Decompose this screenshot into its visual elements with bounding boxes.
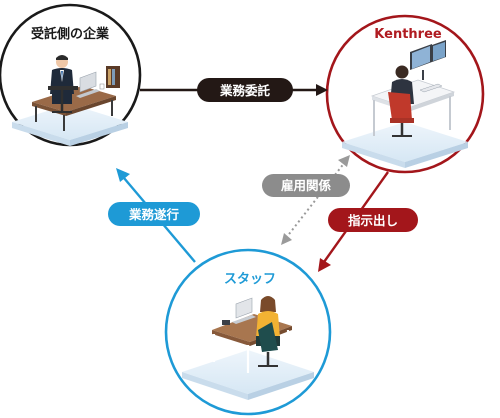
- outsourcing-arrowhead: [316, 84, 328, 96]
- edge-employment: 雇用関係: [262, 155, 350, 245]
- client-node: 受託側の企業: [0, 3, 142, 147]
- execution-label-pill: [108, 202, 200, 226]
- employment-label-pill: [262, 174, 350, 197]
- execution-label: 業務遂行: [128, 207, 180, 222]
- kenthree-desk-illustration: [370, 40, 456, 137]
- edge-outsourcing: 業務委託: [140, 78, 328, 102]
- execution-arrowhead: [116, 168, 130, 182]
- staff-node-title: スタッフ: [224, 272, 276, 287]
- employment-label: 雇用関係: [281, 178, 332, 193]
- outsourcing-label: 業務委託: [219, 83, 271, 98]
- client-node-title: 受託側の企業: [31, 26, 110, 42]
- instruction-label: 指示出し: [348, 213, 398, 228]
- edge-instruction: 指示出し: [318, 171, 418, 272]
- edge-execution: 業務遂行: [108, 168, 200, 263]
- client-desk-illustration: [32, 55, 120, 131]
- kenthree-node-title: Kenthree: [374, 27, 442, 42]
- staff-node: スタッフ: [164, 248, 332, 416]
- instruction-label-pill: [328, 208, 418, 232]
- client-platform: [12, 104, 128, 146]
- employment-arrowhead-bottom: [281, 233, 292, 245]
- kenthree-node: Kenthree: [325, 14, 485, 174]
- employment-arrowhead-top: [338, 155, 350, 167]
- outsourcing-label-pill: [197, 78, 293, 102]
- staff-desk-illustration: [212, 296, 292, 373]
- instruction-arrowhead: [318, 258, 331, 272]
